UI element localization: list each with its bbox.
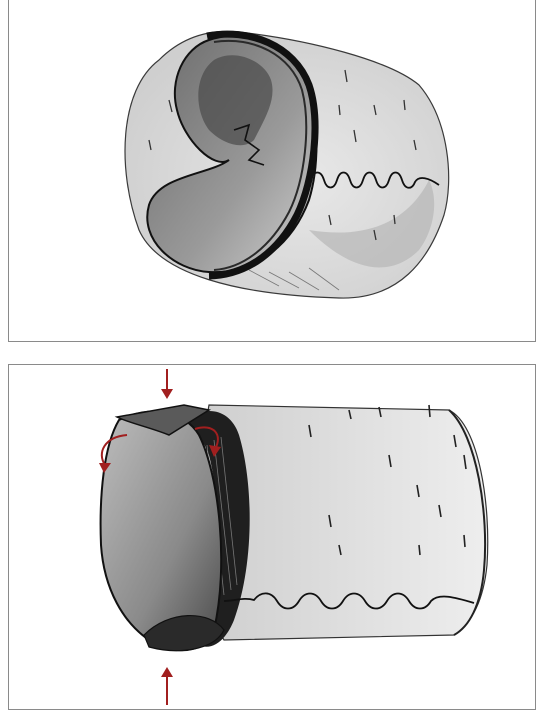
- folding-tube-sketch: [9, 365, 536, 710]
- sketch-panel-top: [8, 0, 536, 342]
- rolled-tube-sketch: [9, 0, 536, 342]
- sketch-panel-bottom: [8, 364, 536, 710]
- front-flap: [101, 412, 222, 651]
